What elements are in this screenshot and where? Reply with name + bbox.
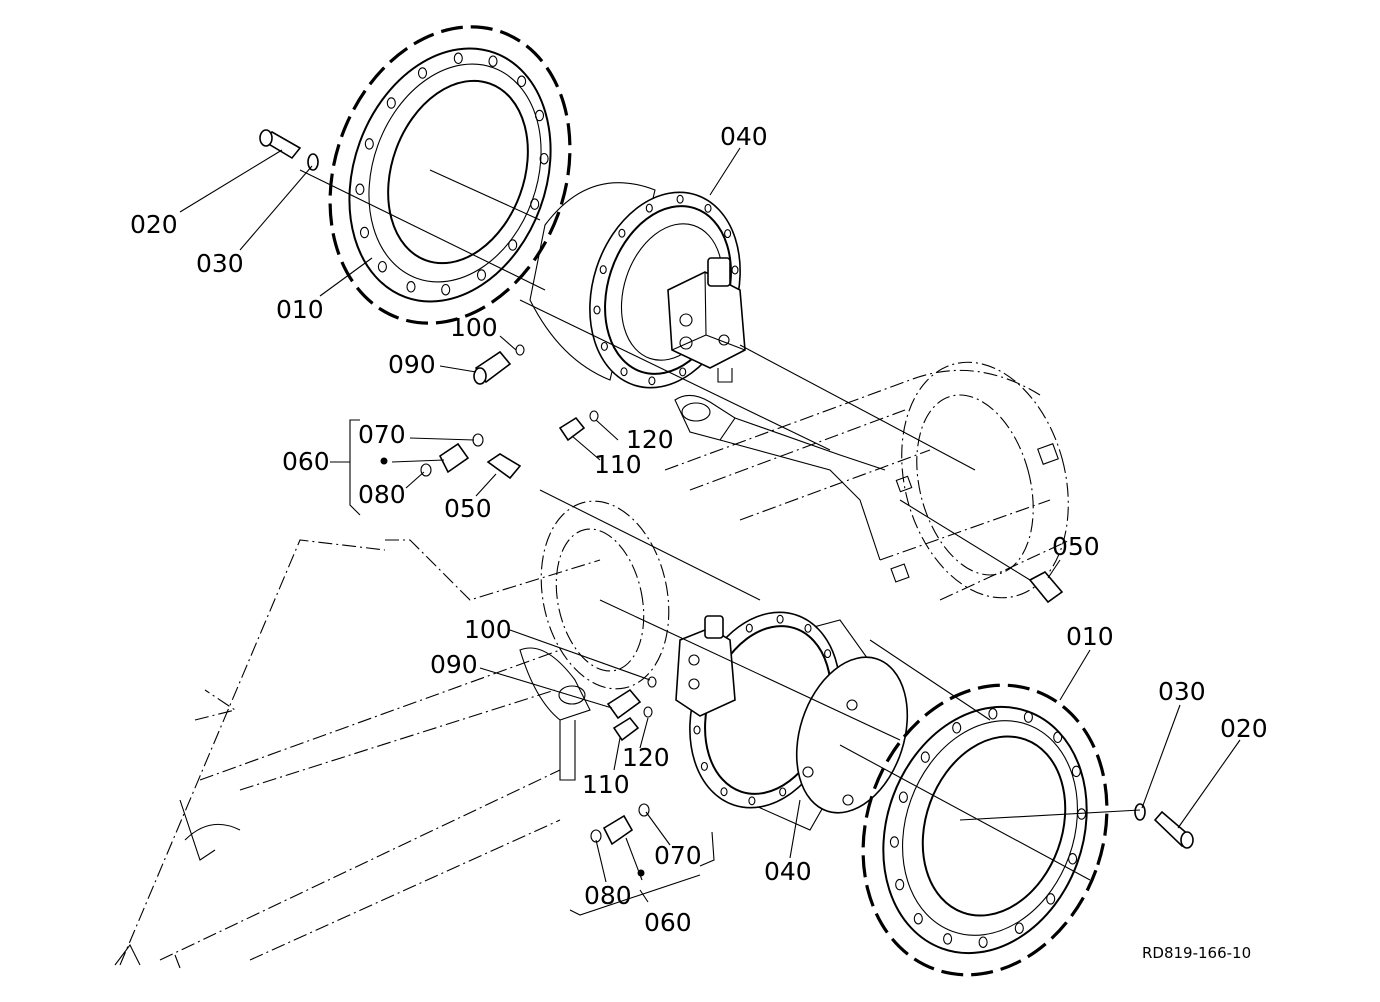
bolt-hole xyxy=(779,787,787,797)
bolt-hole xyxy=(476,269,487,281)
callout-120-top: 120 xyxy=(626,425,674,454)
lower-travel-motor xyxy=(675,611,909,831)
callout-060-bottom: 060 xyxy=(644,908,692,937)
bolt-hole xyxy=(645,203,653,213)
bolt-hole xyxy=(676,194,684,204)
upper-travel-motor xyxy=(529,182,746,389)
bolt-hole xyxy=(1023,711,1033,723)
bolt-hole xyxy=(1068,853,1078,865)
lower-sprocket xyxy=(861,683,1109,977)
bolt-hole xyxy=(406,281,416,293)
bolt-hole xyxy=(824,649,832,659)
callout-120-bottom: 120 xyxy=(622,743,670,772)
callout-030-bottom: 030 xyxy=(1158,677,1206,706)
bolt-hole xyxy=(693,725,701,735)
bolt-hole xyxy=(776,614,784,624)
callout-050-top: 050 xyxy=(444,494,492,523)
callout-060-top: 060 xyxy=(282,447,330,476)
callout-080-bottom: 080 xyxy=(584,881,632,910)
callout-050-right: 050 xyxy=(1052,532,1100,561)
bolt-hole xyxy=(488,55,498,67)
bolt-hole xyxy=(724,229,732,239)
callout-040-bottom: 040 xyxy=(764,857,812,886)
bolt-hole xyxy=(386,97,396,109)
bolt-hole xyxy=(745,623,753,633)
bolt-hole xyxy=(1014,922,1024,934)
callout-020-top: 020 xyxy=(130,210,178,239)
upper-sprocket xyxy=(328,25,572,325)
callout-010-top: 010 xyxy=(276,295,324,324)
callout-070-bottom: 070 xyxy=(654,841,702,870)
callout-030-top: 030 xyxy=(196,249,244,278)
bolt-hole xyxy=(1046,893,1056,905)
bolt-hole xyxy=(508,239,518,251)
bolt-hole xyxy=(517,75,527,88)
bolt-hole xyxy=(539,152,549,165)
bolt-hole xyxy=(988,708,998,720)
track-frame-phantom xyxy=(114,361,1071,969)
bolt-hole xyxy=(618,228,626,238)
bolt-hole xyxy=(943,933,953,945)
bolt-hole xyxy=(453,52,463,65)
group-brackets xyxy=(330,419,715,916)
bolt-hole xyxy=(731,265,739,275)
callout-100-bottom: 100 xyxy=(464,615,512,644)
callout-010-bottom: 010 xyxy=(1066,622,1114,651)
bolt-hole xyxy=(364,138,374,150)
bolt-hole xyxy=(1077,808,1087,820)
callout-090-bottom: 090 xyxy=(430,650,478,679)
bolt-hole xyxy=(441,283,451,296)
leader-lines xyxy=(179,147,1241,883)
bolt-hole xyxy=(600,341,608,351)
axis-lines xyxy=(299,169,1141,881)
bolt-hole xyxy=(534,109,545,122)
callout-110-top: 110 xyxy=(594,450,642,479)
bolt-hole xyxy=(889,836,899,848)
bolt-hole xyxy=(355,183,365,196)
callout-100-top: 100 xyxy=(450,313,498,342)
document-code: RD819-166-10 xyxy=(1142,944,1251,962)
callout-080-top: 080 xyxy=(358,480,406,509)
callout-020-bottom: 020 xyxy=(1220,714,1268,743)
callout-110-bottom: 110 xyxy=(582,770,630,799)
bolt-hole xyxy=(593,305,601,315)
bolt-hole xyxy=(952,722,962,734)
callout-040-top: 040 xyxy=(720,122,768,151)
callout-090-top: 090 xyxy=(388,350,436,379)
bolt-hole xyxy=(1071,765,1081,778)
callout-labels: 020 030 010 040 100 090 070 060 080 050 … xyxy=(130,122,1268,937)
bolt-hole xyxy=(748,796,756,806)
bolt-hole xyxy=(913,912,923,925)
bolt-hole xyxy=(720,787,728,797)
callout-070-top: 070 xyxy=(358,420,406,449)
bolt-hole xyxy=(700,761,708,771)
bolt-hole xyxy=(1053,731,1063,744)
small-parts xyxy=(259,129,1194,877)
bolt-hole xyxy=(920,751,930,763)
bolt-hole xyxy=(978,936,988,948)
bolt-hole xyxy=(679,367,687,377)
bolt-hole xyxy=(359,226,370,239)
bolt-hole xyxy=(620,367,628,377)
bolt-hole xyxy=(704,203,712,213)
bolt-hole xyxy=(599,265,607,275)
bolt-hole xyxy=(417,67,428,79)
bolt-hole xyxy=(895,878,905,891)
bolt-hole xyxy=(898,791,908,803)
bolt-hole xyxy=(530,198,540,210)
bolt-hole xyxy=(804,623,812,633)
bolt-hole xyxy=(377,260,387,273)
bolt-hole xyxy=(648,376,656,386)
